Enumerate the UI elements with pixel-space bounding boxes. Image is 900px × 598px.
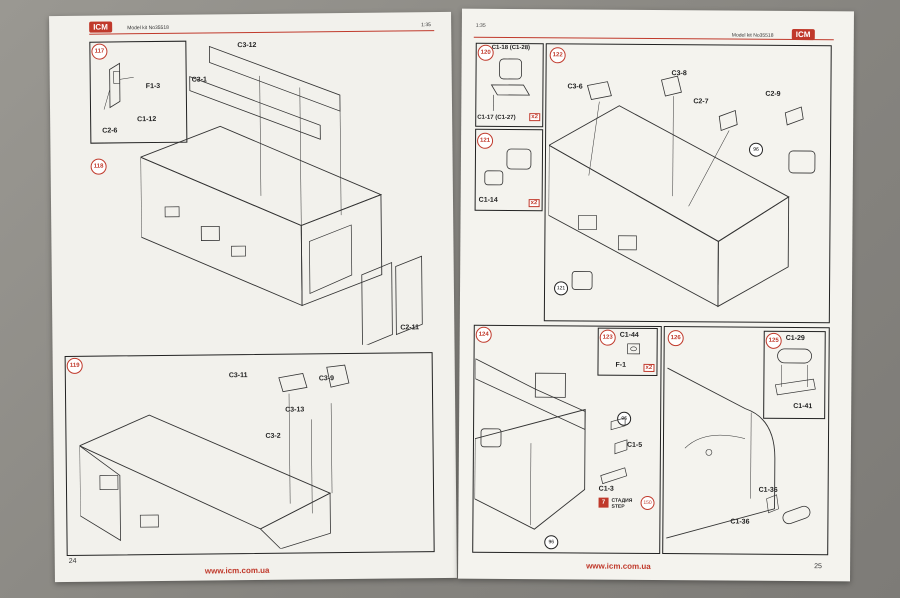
- label-c1-17: C1-17 (C1-27): [477, 114, 516, 122]
- left-page: ICM Model kit No35518 1:35 117 F1-3 C1-1…: [49, 11, 457, 583]
- scale-label-right: 1:35: [475, 22, 486, 29]
- header-rule-right: [473, 36, 834, 41]
- step-118-body-drawing: [139, 45, 423, 348]
- label-c2-6: C2-6: [102, 127, 118, 135]
- step-118-badge: 118: [90, 158, 107, 175]
- step-122-body-drawing: [548, 75, 816, 308]
- step-126-body-drawing: [666, 367, 811, 539]
- step-119-body-drawing: [78, 364, 350, 550]
- step-122-badge: 122: [549, 47, 566, 64]
- step-124-body-drawing: [474, 358, 628, 530]
- step-123-drawing: [627, 343, 641, 355]
- footer-url-right[interactable]: www.icm.com.ua: [586, 561, 651, 571]
- step-121-drawing: [484, 148, 532, 186]
- scale-label: 1:35: [421, 22, 431, 29]
- right-page: 1:35 Model kit No35518 ICM 120 C1-18 (C1…: [458, 8, 854, 582]
- page-number-right: 25: [814, 563, 822, 571]
- step-117-drawing: [103, 62, 134, 110]
- model-kit-label: Model kit No35518: [127, 24, 169, 32]
- label-c1-14: C1-14: [478, 196, 498, 204]
- step-125-drawing: [774, 348, 816, 396]
- multiplier-120: x2: [529, 113, 540, 122]
- step-126-badge: 126: [667, 330, 684, 347]
- page-number-left: 24: [68, 557, 77, 565]
- footer-url-left[interactable]: www.icm.com.ua: [204, 565, 270, 576]
- icm-logo: ICM: [89, 21, 112, 33]
- multiplier-121: x2: [528, 199, 540, 208]
- label-c1-44: C1-44: [619, 331, 639, 339]
- label-c1-18: C1-18 (C1-28): [491, 44, 531, 52]
- step-120-drawing: [490, 58, 531, 111]
- label-c1-29: C1-29: [785, 334, 805, 343]
